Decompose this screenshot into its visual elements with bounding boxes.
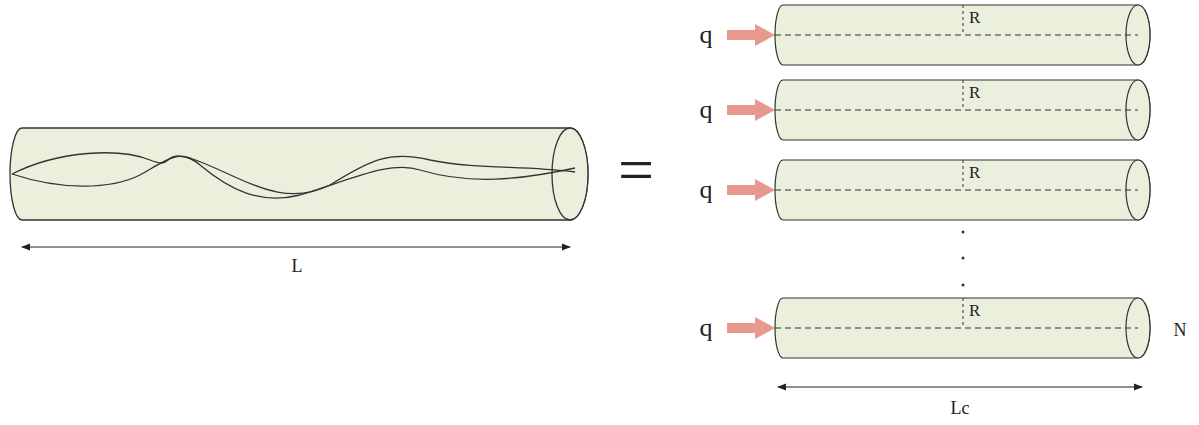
- radius-label: R: [969, 9, 980, 26]
- heat-flux-label: q: [700, 177, 713, 203]
- heat-flux-arrows: [727, 24, 775, 339]
- ellipsis-dots: [962, 231, 965, 287]
- cylinder-outline: [774, 79, 1151, 141]
- dimension-label: Lc: [951, 399, 970, 417]
- heat-flux-label: q: [700, 315, 713, 341]
- radius-label: R: [969, 302, 980, 319]
- dimension-label: L: [292, 257, 303, 275]
- radius-label: R: [969, 164, 980, 181]
- cylinder-outline: [774, 297, 1151, 359]
- count-label: N: [1174, 321, 1187, 339]
- length-arrow: [22, 246, 570, 247]
- cylinder-outline: [774, 4, 1151, 66]
- cylinder-segment: R: [775, 298, 1150, 358]
- equals-sign: =: [618, 138, 654, 202]
- cylinder-segment: R: [775, 80, 1150, 140]
- cylinder-segment: R: [775, 160, 1150, 220]
- cylinder-segment: R: [775, 5, 1150, 65]
- long-cylinder: [10, 128, 588, 220]
- length-arrow: [778, 386, 1142, 387]
- radius-label: R: [969, 84, 980, 101]
- cylinder-outline: [774, 159, 1151, 221]
- heat-flux-label: q: [700, 22, 713, 48]
- heat-flux-label: q: [700, 97, 713, 123]
